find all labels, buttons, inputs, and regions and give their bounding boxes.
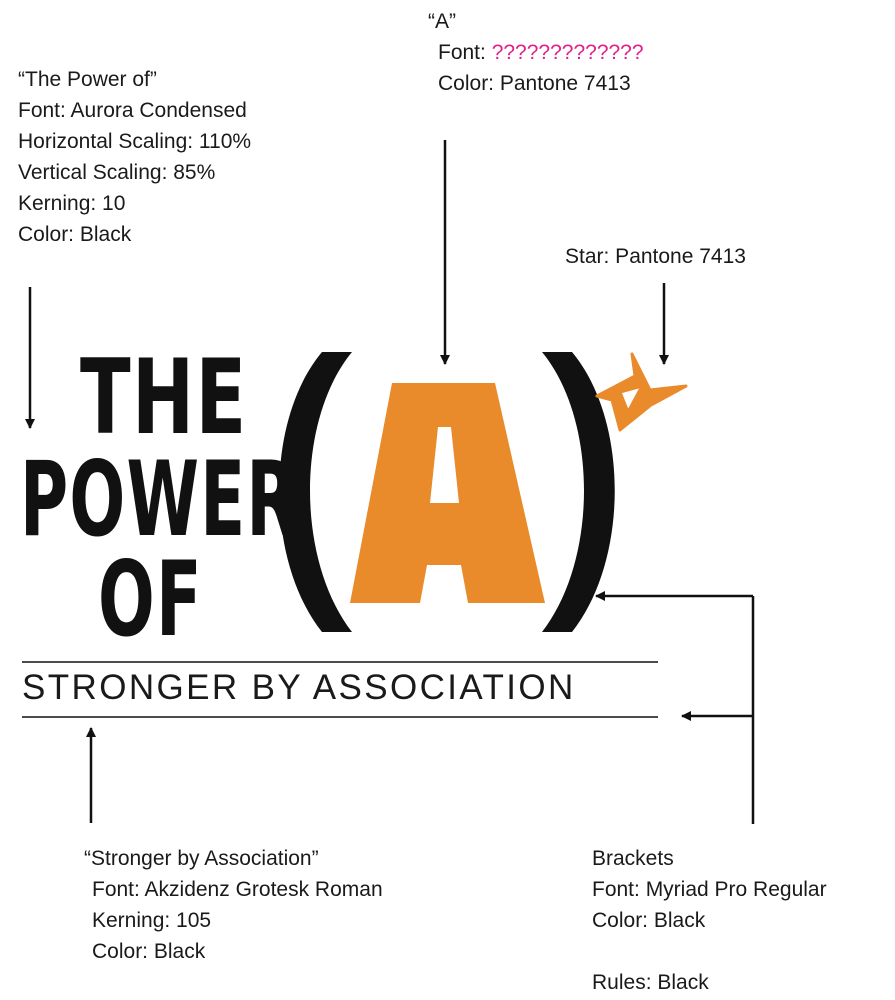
note-power-title: “The Power of” xyxy=(18,68,157,91)
note-power-kerning: Kerning: 10 xyxy=(18,192,126,215)
note-brackets-title: Brackets xyxy=(592,847,674,870)
note-brackets-font: Font: Myriad Pro Regular xyxy=(592,878,827,901)
note-stronger-title: “Stronger by Association” xyxy=(84,847,319,870)
note-power-vscale: Vertical Scaling: 85% xyxy=(18,161,216,184)
orange-letter-a xyxy=(350,383,545,603)
logo-word-power: POWER xyxy=(20,439,299,560)
logo-word-the: THE xyxy=(80,337,248,458)
note-stronger-font: Font: Akzidenz Grotesk Roman xyxy=(92,878,383,901)
star-icon xyxy=(595,352,688,432)
note-power-font: Font: Aurora Condensed xyxy=(18,99,247,122)
note-power-color: Color: Black xyxy=(18,223,132,246)
logo-word-of: OF xyxy=(98,539,203,660)
note-a-font: Font: ????????????? xyxy=(428,37,644,68)
note-a-font-label: Font: xyxy=(438,41,492,64)
right-bracket xyxy=(542,352,615,632)
note-stronger-color: Color: Black xyxy=(92,940,206,963)
note-star-spec: Star: Pantone 7413 xyxy=(565,241,746,272)
note-a-color: Color: Pantone 7413 xyxy=(438,72,631,95)
logo-tagline: STRONGER BY ASSOCIATION xyxy=(22,668,576,707)
note-a-title: “A” xyxy=(428,10,456,33)
note-brackets-spec: Brackets Font: Myriad Pro Regular Color:… xyxy=(592,843,827,998)
note-star-text: Star: Pantone 7413 xyxy=(565,245,746,268)
note-a-font-value: ????????????? xyxy=(491,41,644,64)
note-stronger-spec: “Stronger by Association” Font: Akzidenz… xyxy=(84,843,383,967)
note-a-spec: “A” Font: ????????????? Color: Pantone 7… xyxy=(428,6,644,99)
note-power-spec: “The Power of” Font: Aurora Condensed Ho… xyxy=(18,64,251,250)
note-stronger-kerning: Kerning: 105 xyxy=(92,909,212,932)
note-brackets-rules: Rules: Black xyxy=(592,971,709,994)
left-bracket xyxy=(279,352,352,632)
note-brackets-color: Color: Black xyxy=(592,909,706,932)
note-power-hscale: Horizontal Scaling: 110% xyxy=(18,130,252,153)
